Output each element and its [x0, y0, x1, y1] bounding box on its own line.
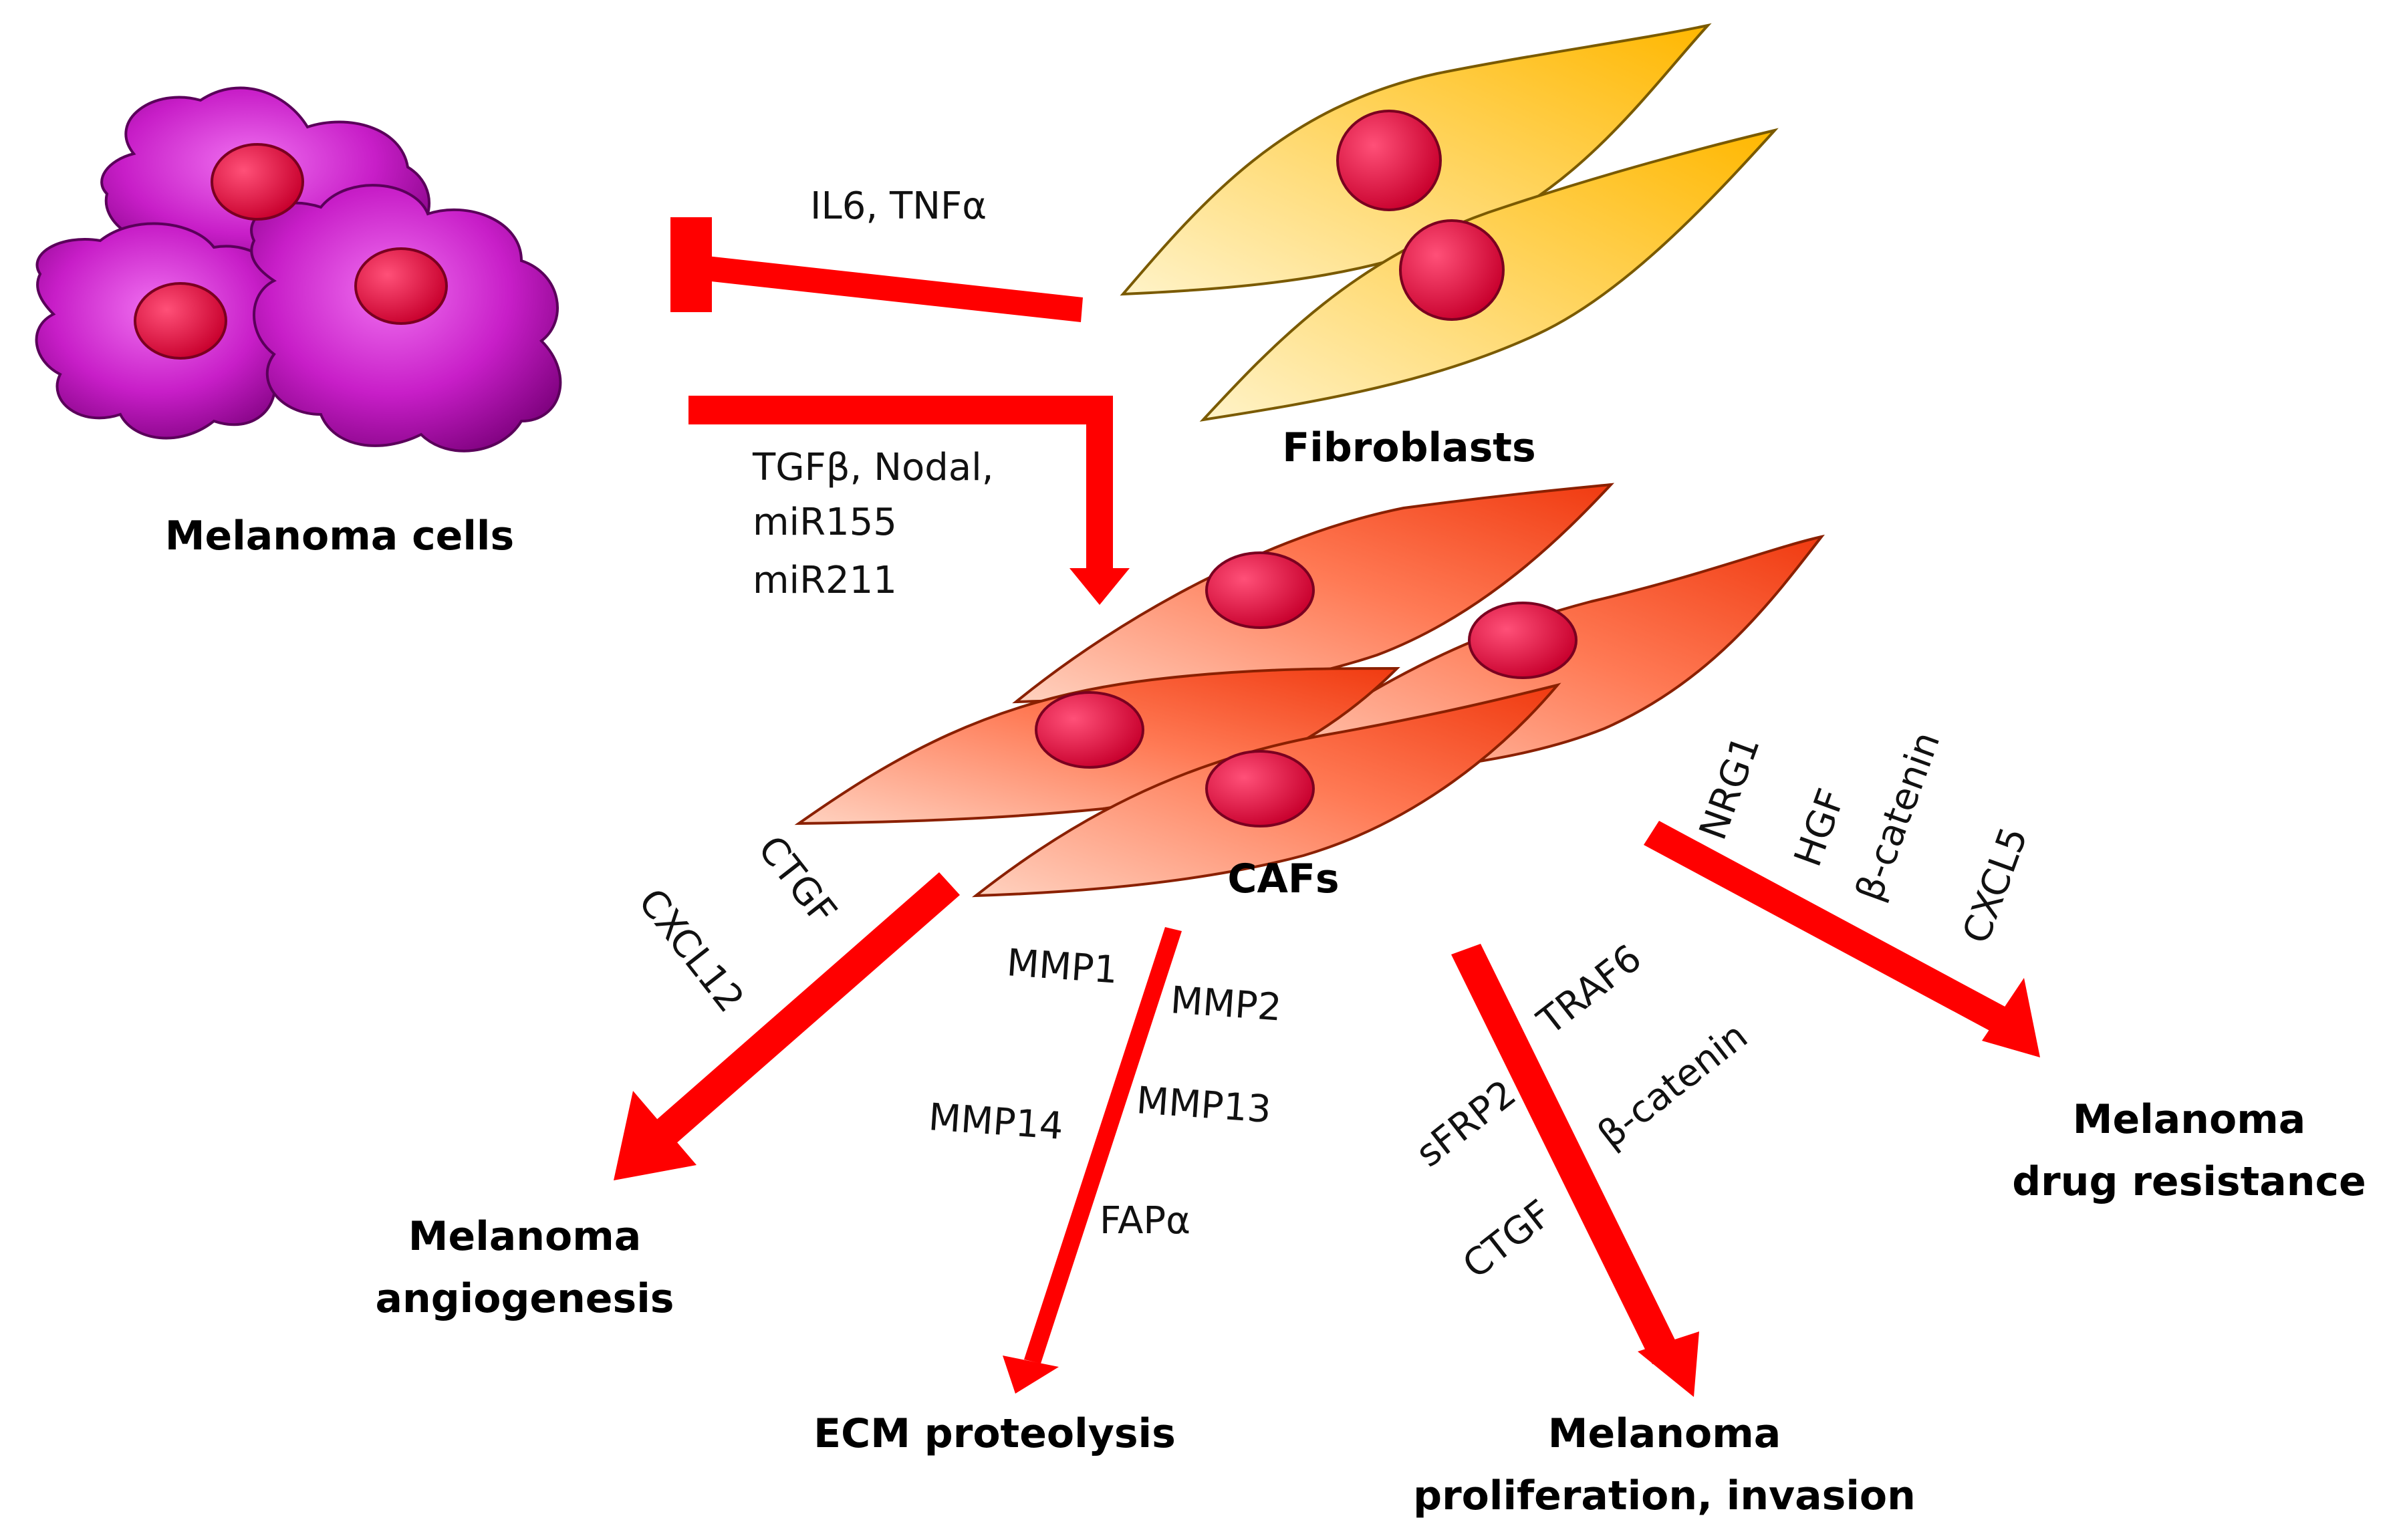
factor-cxcl5: CXCL5 — [1955, 821, 2036, 949]
title-line: angiogenesis — [376, 1275, 674, 1322]
factor-mmp2: MMP2 — [1169, 979, 1283, 1029]
activation-arrow-head — [1069, 568, 1130, 605]
ecm-title: ECM proteolysis — [813, 1410, 1176, 1457]
fibroblast-nucleus-bottom — [1399, 219, 1505, 321]
proliferation-arrow-shaft — [1451, 944, 1682, 1364]
caf-nucleus-2 — [1468, 602, 1578, 679]
proliferation-arrow-head — [1638, 1331, 1699, 1397]
title-line: proliferation, invasion — [1413, 1472, 1916, 1519]
factor-nrg1: NRG1 — [1691, 730, 1769, 845]
factor-mmp13: MMP13 — [1135, 1079, 1273, 1132]
drug-resistance-arrow-head — [1982, 978, 2040, 1057]
proliferation-title: Melanoma proliferation, invasion — [1413, 1410, 1916, 1519]
activation-arrow — [688, 396, 1130, 605]
inhibition-arrow-bar — [670, 217, 712, 312]
cafs-group — [794, 483, 1825, 898]
title-line: Melanoma — [2073, 1096, 2305, 1143]
drug-resistance-arrow-shaft — [1644, 821, 2019, 1038]
fibroblasts-group — [1120, 23, 1779, 422]
angiogenesis-title: Melanoma angiogenesis — [376, 1213, 674, 1322]
caf-nucleus-4 — [1205, 750, 1315, 827]
factor-ctgf-angiogenesis: CTGF — [749, 828, 845, 933]
cafs-label: CAFs — [1227, 856, 1339, 902]
fibroblast-nucleus-top — [1336, 110, 1442, 211]
melanoma-cells-group — [35, 86, 562, 453]
activation-factor: miR155 — [753, 501, 897, 544]
ecm-arrow-shaft — [1024, 927, 1182, 1364]
melanoma-nucleus-left — [134, 282, 227, 360]
factor-sfrp2: sFRP2 — [1408, 1071, 1525, 1176]
factor-cxcl12: CXCL12 — [630, 881, 753, 1021]
angiogenesis-arrow — [614, 872, 960, 1180]
melanoma-nucleus-back — [211, 143, 304, 221]
activation-arrow-body — [688, 396, 1113, 571]
ecm-arrow-head — [1003, 1356, 1059, 1394]
factor-mmp14: MMP14 — [927, 1096, 1065, 1148]
fibroblasts-label: Fibroblasts — [1282, 424, 1535, 471]
inhibition-arrow-shaft — [705, 256, 1083, 322]
title-line: ECM proteolysis — [813, 1410, 1176, 1457]
activation-factor: miR211 — [753, 559, 897, 602]
factor-mmp1: MMP1 — [1005, 941, 1119, 992]
angiogenesis-arrow-head — [614, 1091, 697, 1180]
drug-resistance-title: Melanoma drug resistance — [2012, 1096, 2366, 1205]
proliferation-arrow — [1451, 944, 1699, 1397]
inhibition-arrow — [670, 217, 1083, 322]
factor-fapa: FAPα — [1100, 1199, 1190, 1243]
caf-nucleus-3 — [1035, 691, 1144, 769]
factor-hgf: HGF — [1786, 783, 1854, 872]
caf-nucleus-1 — [1205, 551, 1315, 629]
fibroblast-inhibition-label: IL6, TNFα — [810, 184, 987, 228]
factor-beta-catenin-proliferation: β-catenin — [1590, 1014, 1756, 1157]
melanoma-cells-label: Melanoma cells — [165, 513, 514, 559]
title-line: drug resistance — [2012, 1158, 2366, 1205]
ecm-arrow — [1003, 927, 1182, 1394]
drug-resistance-arrow — [1644, 821, 2040, 1057]
factor-ctgf-proliferation: CTGF — [1455, 1192, 1560, 1287]
title-line: Melanoma — [408, 1213, 641, 1260]
melanoma-nucleus-right — [354, 247, 448, 325]
melanoma-activation-label: TGFβ, Nodal, miR155 miR211 — [752, 446, 994, 602]
angiogenesis-arrow-shaft — [654, 872, 960, 1144]
factor-beta-catenin-resistance: β-catenin — [1848, 726, 1948, 906]
factor-traf6: TRAF6 — [1529, 936, 1650, 1044]
title-line: Melanoma — [1548, 1410, 1781, 1457]
activation-factor: TGFβ, Nodal, — [752, 446, 994, 489]
